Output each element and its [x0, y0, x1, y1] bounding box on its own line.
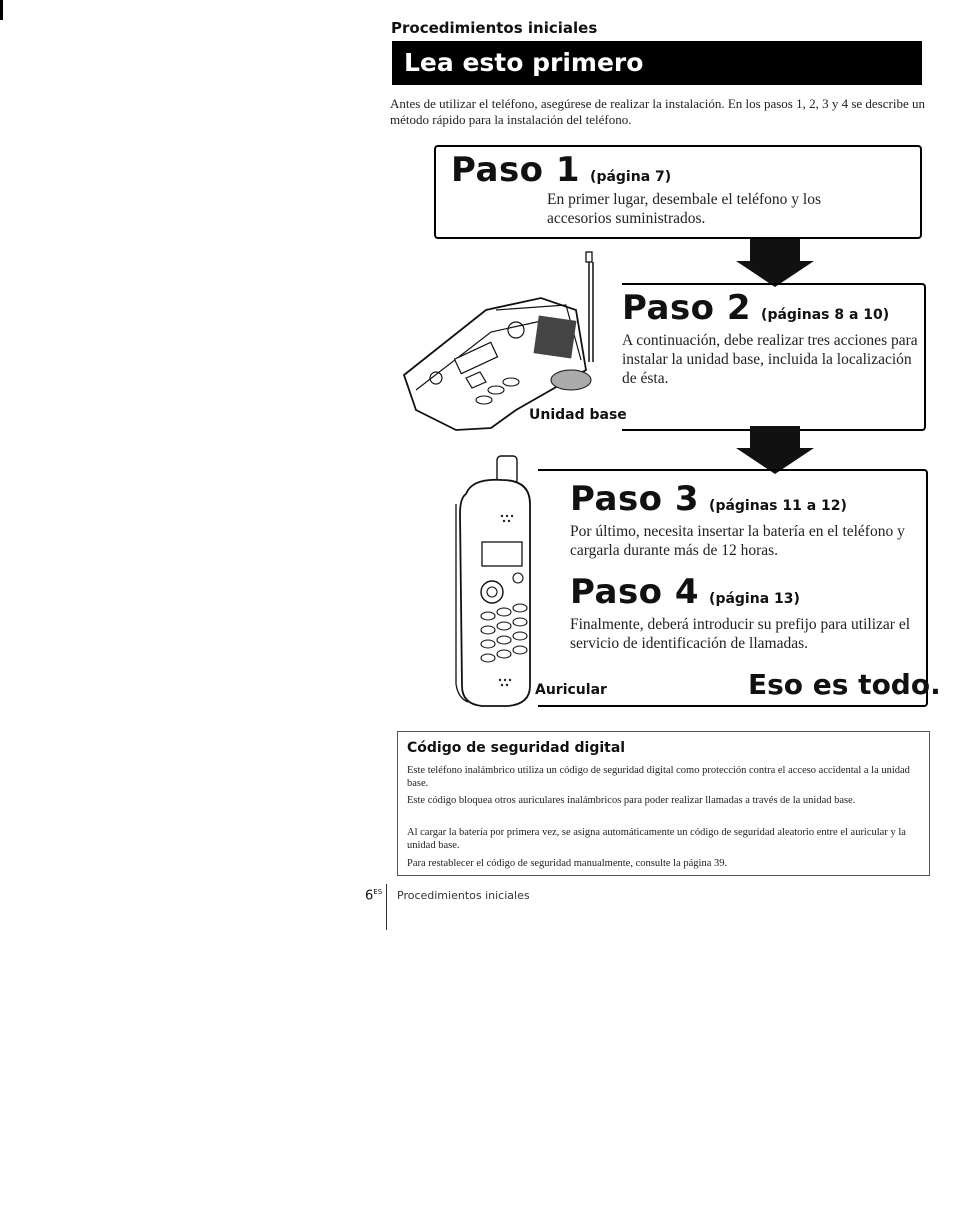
step1-heading: Paso 1 (página 7)	[451, 150, 671, 190]
down-arrow-icon	[736, 426, 814, 474]
step1-description: En primer lugar, desembale el teléfono y…	[547, 191, 821, 227]
footer-divider	[386, 884, 387, 930]
page-number: 6ES	[365, 888, 382, 903]
security-title: Código de seguridad digital	[407, 740, 626, 756]
step2-page-ref: (páginas 8 a 10)	[761, 307, 890, 323]
edge-mark	[0, 0, 3, 20]
base-unit-label: Unidad base	[529, 407, 627, 423]
step3-title: Paso 3	[570, 479, 700, 519]
security-note-box	[397, 731, 930, 876]
page-number-suffix: ES	[373, 888, 383, 896]
base-unit-illustration	[396, 250, 622, 436]
step2-description: A continuación, debe realizar tres accio…	[622, 332, 918, 387]
step4-page-ref: (página 13)	[709, 591, 800, 607]
page-title: Lea esto primero	[392, 41, 922, 85]
security-paragraph: Para restablecer el código de seguridad …	[407, 858, 728, 869]
step2-heading: Paso 2 (páginas 8 a 10)	[622, 288, 889, 328]
step1-box	[434, 145, 922, 239]
step3-description: Por último, necesita insertar la batería…	[570, 523, 905, 559]
security-paragraph: Este teléfono inalámbrico utiliza un cód…	[407, 765, 910, 789]
step1-title: Paso 1	[451, 150, 581, 190]
security-paragraph: Este código bloquea otros auriculares in…	[407, 795, 856, 806]
step3-heading: Paso 3 (páginas 11 a 12)	[570, 479, 847, 519]
security-paragraph: Al cargar la batería por primera vez, se…	[407, 827, 906, 851]
page-number-value: 6	[365, 888, 374, 904]
step1-page-ref: (página 7)	[590, 169, 672, 185]
handset-illustration	[452, 454, 538, 712]
step2-title: Paso 2	[622, 288, 752, 328]
closing-text: Eso es todo.	[748, 668, 941, 701]
intro-text: Antes de utilizar el teléfono, asegúrese…	[390, 96, 925, 127]
step4-description: Finalmente, deberá introducir su prefijo…	[570, 616, 911, 652]
step4-heading: Paso 4 (página 13)	[570, 572, 800, 612]
down-arrow-icon	[736, 239, 814, 287]
section-header: Procedimientos iniciales	[391, 19, 598, 37]
footer-section: Procedimientos iniciales	[397, 889, 530, 902]
handset-label: Auricular	[535, 682, 607, 698]
step3-page-ref: (páginas 11 a 12)	[709, 498, 847, 514]
step4-title: Paso 4	[570, 572, 700, 612]
